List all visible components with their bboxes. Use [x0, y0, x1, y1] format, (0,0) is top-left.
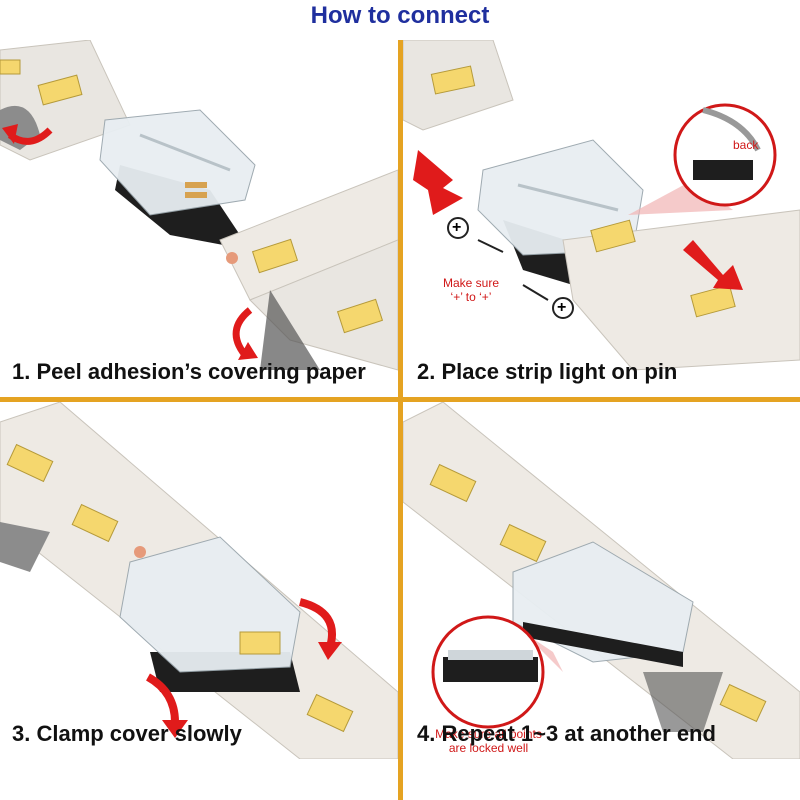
locked-inset	[431, 615, 563, 729]
plus-arrow-top	[477, 239, 504, 253]
vertical-divider	[398, 40, 403, 800]
locked-note-line-1: Make sure all points	[435, 727, 542, 741]
step-2-panel: back + + Make sure ‘+’ to ‘+’ 2. Place s…	[403, 40, 800, 397]
back-label: back	[733, 138, 759, 152]
step-3-panel: 3. Clamp cover slowly	[0, 402, 398, 759]
backing-paper	[643, 672, 723, 732]
backing-paper-lower	[260, 290, 320, 370]
insert-arrow-right	[683, 240, 743, 290]
step-3-caption: 3. Clamp cover slowly	[12, 721, 242, 746]
peel-arrow-right	[232, 307, 253, 358]
clamp-arrow-left-head	[162, 720, 188, 738]
plus-sign-bottom: +	[557, 299, 567, 316]
led-strip-lower	[562, 209, 800, 371]
locked-note-line-2: are locked well	[448, 741, 529, 755]
led-strip-upper	[403, 40, 514, 131]
clamp-arrow-right-head	[318, 642, 342, 660]
step-1-illustration	[0, 40, 398, 371]
step-1-caption: 1. Peel adhesion’s covering paper	[12, 359, 366, 384]
peel-arrow-left-head	[2, 124, 18, 144]
connector	[119, 536, 301, 692]
polarity-note-line-2: ‘+’ to ‘+’	[450, 290, 492, 304]
plus-circle-top	[447, 217, 469, 239]
plus-circle-bottom	[552, 297, 574, 319]
peel-arrow-right-head	[238, 342, 258, 360]
step-2-caption: 2. Place strip light on pin	[417, 359, 678, 384]
connector	[99, 109, 256, 250]
step-3-illustration	[0, 402, 398, 759]
clamp-arrow-right	[298, 598, 336, 649]
led-strip-lower	[219, 169, 398, 371]
step-4-panel: Make sure all points are locked well 4. …	[403, 402, 800, 759]
step-1-panel: 1. Peel adhesion’s covering paper	[0, 40, 398, 397]
back-inset	[628, 103, 777, 215]
locked-note: Make sure all points are locked well	[421, 727, 556, 755]
step-2-illustration	[403, 40, 800, 371]
backing-paper	[0, 522, 50, 572]
clamp-arrow-left	[145, 673, 179, 723]
insert-arrow-left	[413, 150, 463, 215]
polarity-note: Make sure ‘+’ to ‘+’	[443, 276, 499, 304]
page-title: How to connect	[310, 2, 490, 29]
polarity-note-line-1: Make sure	[443, 276, 500, 290]
horizontal-divider	[0, 397, 800, 402]
step-4-caption: 4. Repeat 1~3 at another end	[417, 721, 716, 746]
plus-sign-top: +	[452, 219, 462, 236]
step-4-illustration	[403, 402, 800, 759]
plus-arrow-bottom	[522, 284, 549, 301]
